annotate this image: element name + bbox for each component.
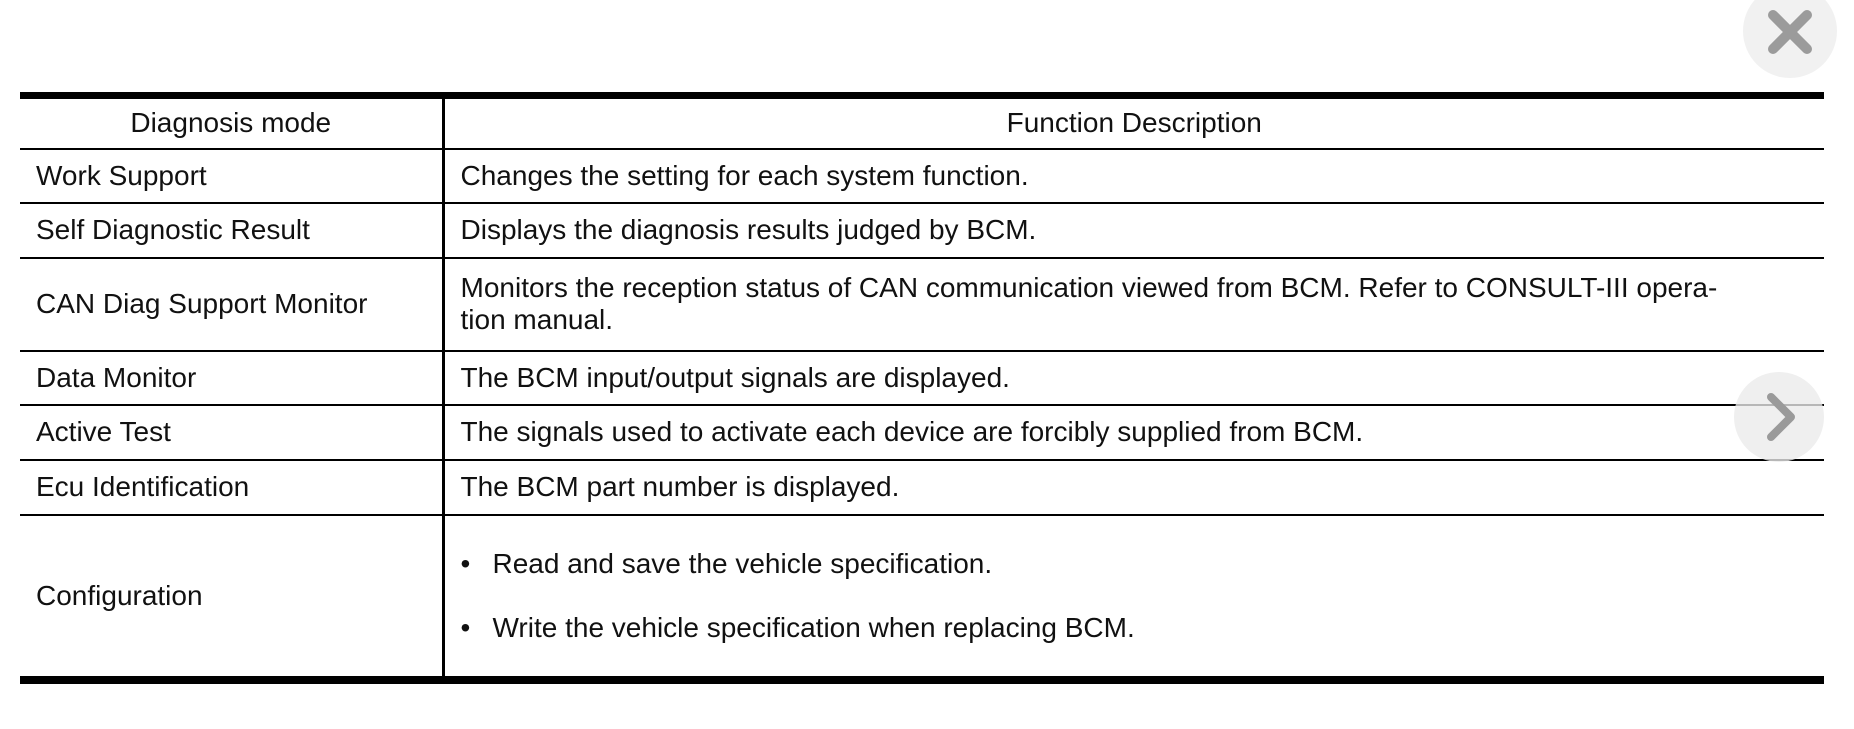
bullet-item: • Write the vehicle specification when r… — [461, 612, 1825, 644]
mode-cell: Active Test — [20, 404, 445, 460]
description-cell: Changes the setting for each system func… — [460, 159, 1029, 191]
bullet-text: Write the vehicle specification when rep… — [492, 611, 1135, 643]
bullet-text: Read and save the vehicle specification. — [492, 547, 993, 579]
table-row: Data Monitor The BCM input/output signal… — [20, 350, 1824, 405]
description-cell: Displays the diagnosis results judged by… — [460, 214, 1037, 245]
next-page-button[interactable] — [1734, 372, 1824, 462]
mode-cell: Work Support — [20, 148, 445, 203]
table-row: Work Support Changes the setting for eac… — [20, 148, 1824, 203]
table-row: Self Diagnostic Result Displays the diag… — [20, 202, 1824, 258]
table-row: Ecu Identification The BCM part number i… — [20, 459, 1824, 515]
description-cell: The signals used to activate each device… — [460, 416, 1364, 447]
column-header-function-description: Function Description — [1006, 107, 1262, 139]
bullet-item: • Read and save the vehicle specificatio… — [461, 548, 1825, 580]
description-cell: • Read and save the vehicle specificatio… — [443, 515, 1824, 680]
chevron-right-icon — [1767, 393, 1795, 441]
table-row: CAN Diag Support Monitor Monitors the re… — [20, 257, 1824, 351]
mode-cell: CAN Diag Support Monitor — [20, 257, 445, 351]
description-cell: The BCM part number is displayed. — [460, 471, 900, 502]
description-cell: Monitors the reception status of CAN com… — [460, 272, 1718, 335]
close-button[interactable] — [1743, 0, 1837, 78]
table-row: Configuration • Read and save the vehicl… — [20, 514, 1824, 680]
diagnosis-mode-table: Diagnosis mode Function Description Work… — [20, 92, 1824, 684]
bullet-icon: • — [460, 611, 471, 643]
mode-cell: Self Diagnostic Result — [20, 202, 445, 258]
mode-cell: Ecu Identification — [20, 459, 445, 515]
bullet-icon: • — [460, 547, 471, 579]
close-icon — [1768, 10, 1812, 54]
table-header-row: Diagnosis mode Function Description — [20, 95, 1824, 149]
table-row: Active Test The signals used to activate… — [20, 404, 1824, 460]
description-cell: The BCM input/output signals are display… — [460, 361, 1010, 393]
column-header-diagnosis-mode: Diagnosis mode — [20, 95, 445, 149]
mode-cell: Configuration — [20, 514, 445, 680]
mode-cell: Data Monitor — [20, 350, 445, 405]
